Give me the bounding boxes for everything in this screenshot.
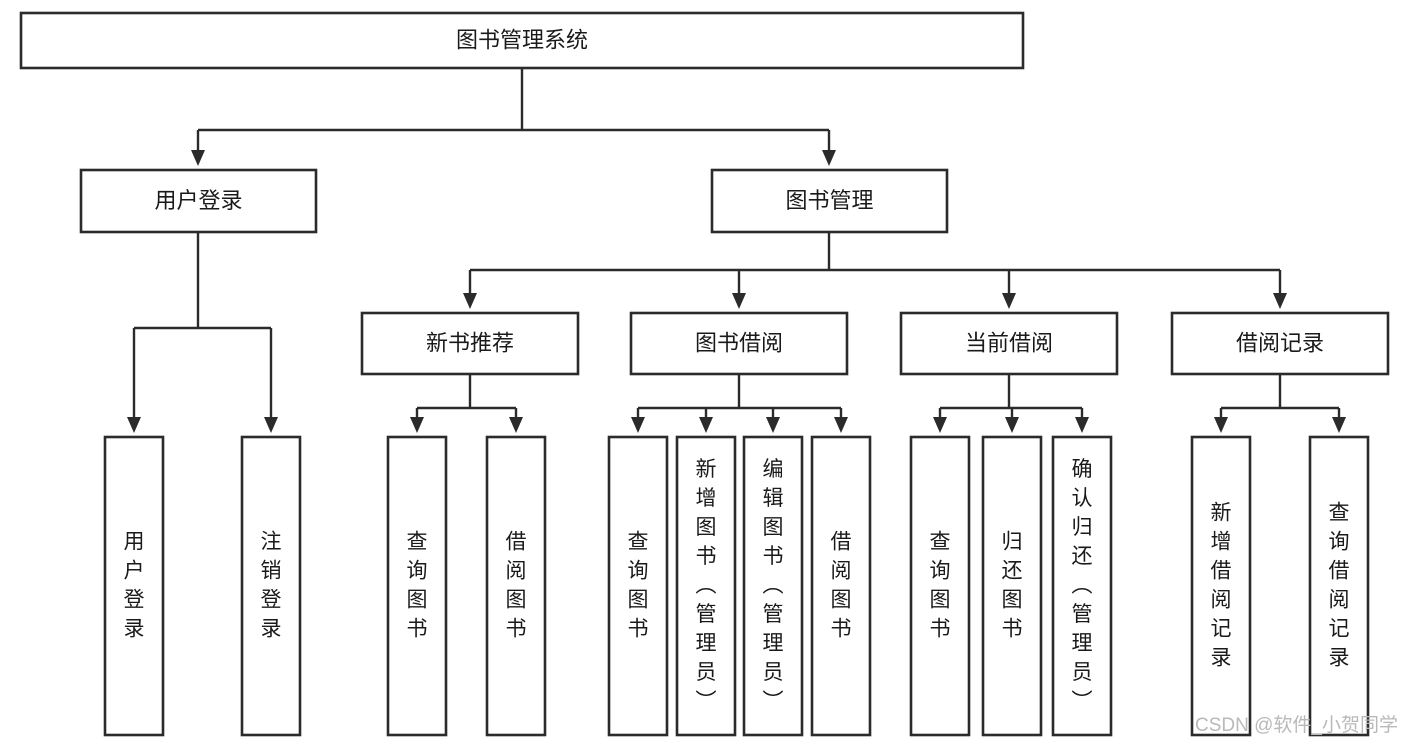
node-label: 当前借阅 (965, 330, 1053, 355)
node-label: 图书借阅 (695, 330, 783, 355)
node-leaf-borrow-book-2[interactable]: 借阅图书 (810, 435, 872, 737)
connector-root-to-level1 (191, 68, 836, 166)
connector-user-login-to-leaves (127, 232, 278, 433)
node-leaf-add-book[interactable]: 新增图书︵管理员︶ (675, 435, 737, 737)
node-leaf-logout[interactable]: 注销登录 (240, 435, 302, 737)
node-label: 归还图书 (1002, 531, 1023, 641)
node-leaf-borrow-book-1[interactable]: 借阅图书 (485, 435, 547, 737)
connector-new-book-to-leaves (410, 374, 523, 433)
node-label: 查询图书 (628, 531, 649, 641)
node-label: 注销登录 (261, 531, 282, 641)
node-leaf-edit-book[interactable]: 编辑图书︵管理员︶ (742, 435, 804, 737)
connector-current-borrow-to-leaves (933, 374, 1089, 433)
node-label: 用户登录 (124, 531, 145, 641)
node-label: 用户登录 (154, 188, 242, 213)
node-label: 图书管理系统 (456, 27, 588, 52)
node-leaf-add-record[interactable]: 新增借阅记录 (1190, 435, 1252, 737)
connector-layer (127, 68, 1346, 433)
node-current-borrow[interactable]: 当前借阅 (899, 311, 1119, 376)
connector-borrow-record-to-leaves (1214, 374, 1346, 433)
node-book-borrow[interactable]: 图书借阅 (629, 311, 849, 376)
node-leaf-confirm-return[interactable]: 确认归还︵管理员︶ (1051, 435, 1113, 737)
connector-book-manage-to-level2 (463, 232, 1287, 309)
node-user-login[interactable]: 用户登录 (79, 168, 318, 234)
node-label: 查询图书 (407, 531, 428, 641)
node-leaf-query-record[interactable]: 查询借阅记录 (1308, 435, 1370, 737)
node-leaf-user-login[interactable]: 用户登录 (103, 435, 165, 737)
node-label: 编辑图书︵管理员︶ (763, 458, 784, 713)
node-borrow-record[interactable]: 借阅记录 (1170, 311, 1390, 376)
node-label: 查询借阅记录 (1329, 502, 1350, 670)
node-label: 借阅图书 (831, 531, 852, 641)
node-root-system[interactable]: 图书管理系统 (19, 11, 1025, 70)
node-label: 图书管理 (785, 188, 873, 213)
node-leaf-query-book-1[interactable]: 查询图书 (386, 435, 448, 737)
node-label: 借阅记录 (1236, 330, 1324, 355)
node-layer: 图书管理系统用户登录图书管理新书推荐图书借阅当前借阅借阅记录用户登录注销登录查询… (19, 11, 1390, 737)
csdn-watermark: CSDN @软件_小贺同学 (1195, 714, 1398, 736)
node-label: 确认归还︵管理员︶ (1072, 458, 1093, 713)
node-leaf-return-book[interactable]: 归还图书 (981, 435, 1043, 737)
node-label: 新增图书︵管理员︶ (696, 458, 717, 713)
node-book-manage[interactable]: 图书管理 (710, 168, 949, 234)
node-label: 借阅图书 (506, 531, 527, 641)
node-leaf-query-book-2[interactable]: 查询图书 (607, 435, 669, 737)
node-leaf-query-book-3[interactable]: 查询图书 (909, 435, 971, 737)
node-label: 查询图书 (930, 531, 951, 641)
node-new-book-recommend[interactable]: 新书推荐 (360, 311, 580, 376)
node-label: 新书推荐 (426, 330, 514, 355)
connector-book-borrow-to-leaves (631, 374, 848, 433)
node-label: 新增借阅记录 (1211, 502, 1232, 670)
